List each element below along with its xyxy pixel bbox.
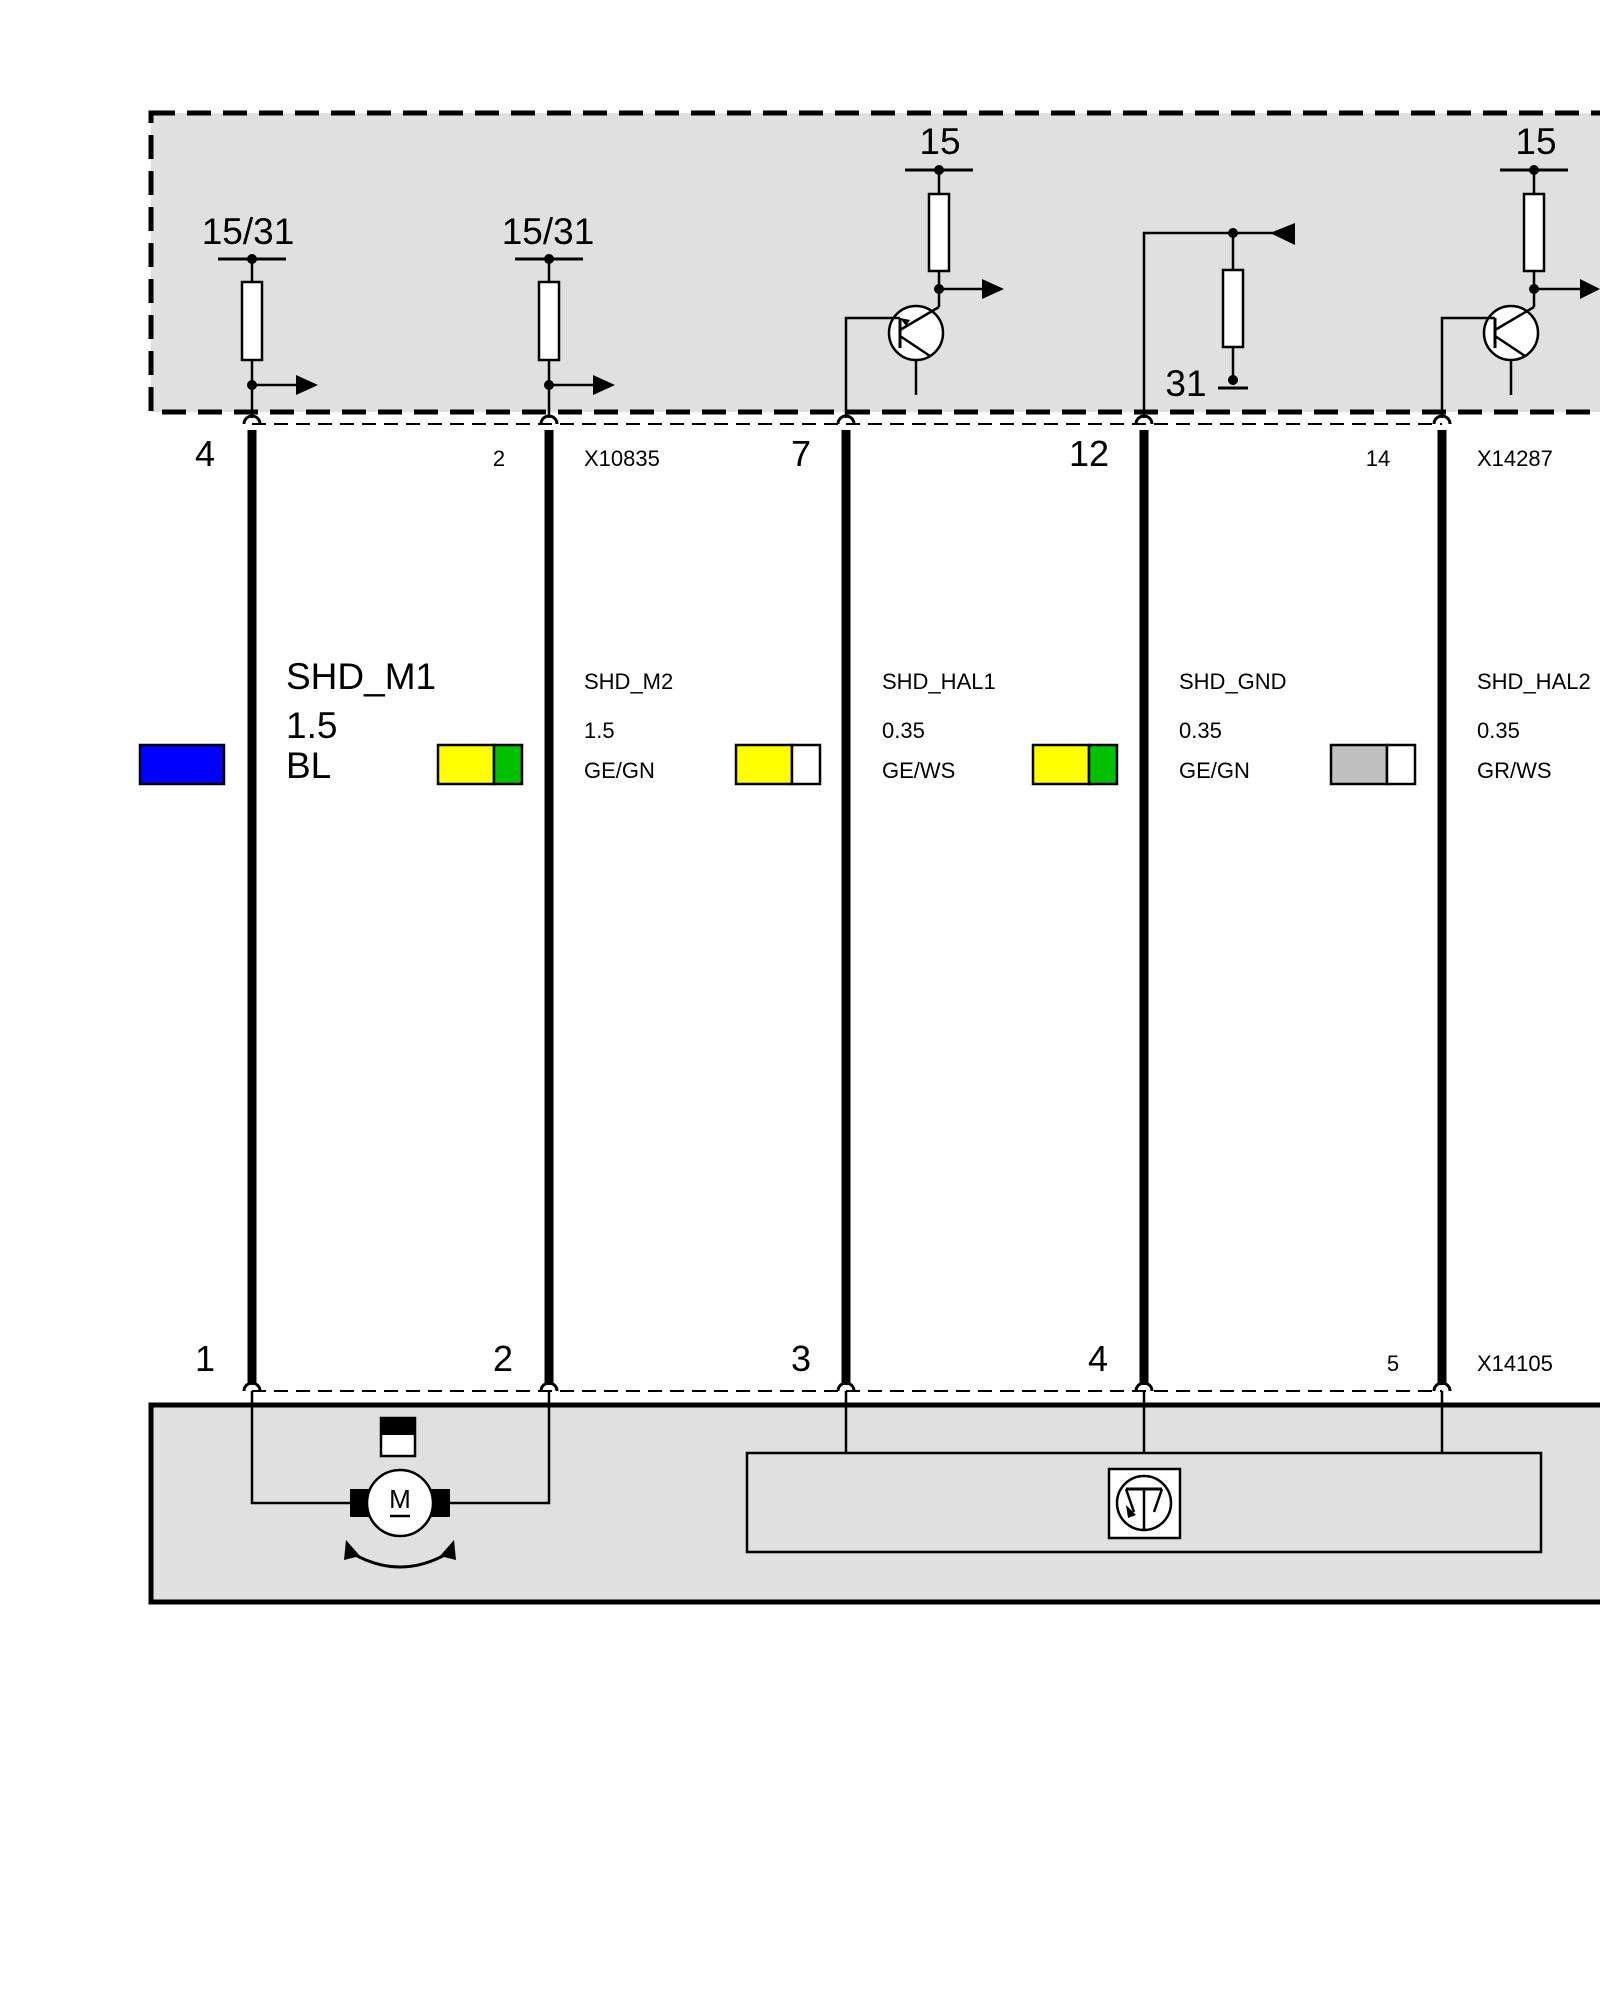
wire-shd-m1 — [242, 414, 262, 1392]
pin-number: 12 — [1069, 433, 1109, 474]
transistor-circuit-2: 15 — [1440, 121, 1600, 418]
control-module — [148, 110, 1600, 415]
wire-shd-m2 — [539, 414, 559, 1392]
wire-shd-gnd — [1134, 414, 1154, 1392]
wire-label-2: SHD_M2 1.5 GE/GN — [436, 669, 673, 786]
wire-color-swatch — [138, 743, 226, 786]
pin-number: 14 — [1366, 446, 1390, 471]
wire-size: 1.5 — [286, 705, 337, 746]
wire-signal: SHD_M2 — [584, 669, 673, 694]
wire-color-code: BL — [286, 745, 331, 786]
output-arrow-icon — [296, 375, 318, 395]
transistor-icon — [1482, 304, 1540, 395]
resistor-icon — [240, 280, 264, 362]
connector-id: X14105 — [1477, 1351, 1553, 1376]
supply-label: 15 — [919, 121, 960, 162]
hall-sensor-icon — [1107, 1467, 1182, 1540]
connector-top: 4 2 X10835 7 12 14 X14287 — [195, 423, 1553, 474]
pin-number: 4 — [195, 433, 215, 474]
wire-size: 0.35 — [1179, 718, 1222, 743]
resistor-icon — [927, 192, 951, 273]
wire-size: 1.5 — [584, 718, 615, 743]
wire-shd-hal1 — [836, 414, 856, 1392]
pin-number: 7 — [791, 433, 811, 474]
resistor-icon — [1221, 268, 1245, 349]
connector-id: X14287 — [1477, 446, 1553, 471]
pin-number: 1 — [195, 1338, 215, 1379]
wire-color-code: GE/WS — [882, 758, 955, 783]
motor-icon: M — [344, 1416, 456, 1569]
resistor-icon — [537, 280, 561, 362]
connector-id: X10835 — [584, 446, 660, 471]
transistor-icon — [887, 304, 945, 395]
wires — [242, 414, 1452, 1392]
wire-signal: SHD_M1 — [286, 656, 436, 697]
wire-signal: SHD_GND — [1179, 669, 1287, 694]
wire-color-swatch — [1031, 743, 1119, 786]
pin-number: 2 — [493, 1338, 513, 1379]
sunroof-drive-module: M — [148, 1391, 1600, 1605]
connector-bottom: 1 2 3 4 5 X14105 — [195, 1338, 1553, 1392]
output-arrow-icon — [1580, 279, 1600, 299]
output-arrow-icon — [982, 279, 1004, 299]
pin-number: 4 — [1088, 1338, 1108, 1379]
wire-color-code: GE/GN — [584, 758, 655, 783]
wire-color-swatch — [734, 743, 822, 786]
motor-symbol: M — [389, 1484, 411, 1514]
pin-number: 2 — [493, 446, 505, 471]
wire-label-4: SHD_GND 0.35 GE/GN — [1031, 669, 1287, 786]
wire-color-swatch — [436, 743, 524, 786]
pin-number: 5 — [1387, 1351, 1399, 1376]
wire-color-code: GE/GN — [1179, 758, 1250, 783]
supply-label: 15/31 — [502, 211, 595, 252]
wire-size: 0.35 — [882, 718, 925, 743]
pin-number: 3 — [791, 1338, 811, 1379]
wire-color-code: GR/WS — [1477, 758, 1552, 783]
wire-label-1: SHD_M1 1.5 BL — [138, 656, 436, 786]
transistor-circuit-1: 15 — [844, 121, 1004, 418]
ground-circuit: 31 — [1142, 223, 1295, 418]
wire-color-swatch — [1329, 743, 1417, 786]
wire-signal: SHD_HAL1 — [882, 669, 996, 694]
wire-label-5: SHD_HAL2 0.35 GR/WS — [1329, 669, 1591, 786]
supply-circuit-2: 15/31 — [502, 211, 615, 418]
output-arrow-icon — [593, 375, 615, 395]
wire-shd-hal2 — [1432, 414, 1452, 1392]
signal-arrow-icon — [1270, 223, 1295, 245]
wire-size: 0.35 — [1477, 718, 1520, 743]
wire-signal: SHD_HAL2 — [1477, 669, 1591, 694]
resistor-icon — [1522, 192, 1546, 273]
wire-label-3: SHD_HAL1 0.35 GE/WS — [734, 669, 996, 786]
supply-circuit-1: 15/31 — [202, 211, 318, 418]
ground-label: 31 — [1165, 363, 1206, 404]
supply-label: 15 — [1515, 121, 1556, 162]
supply-label: 15/31 — [202, 211, 295, 252]
